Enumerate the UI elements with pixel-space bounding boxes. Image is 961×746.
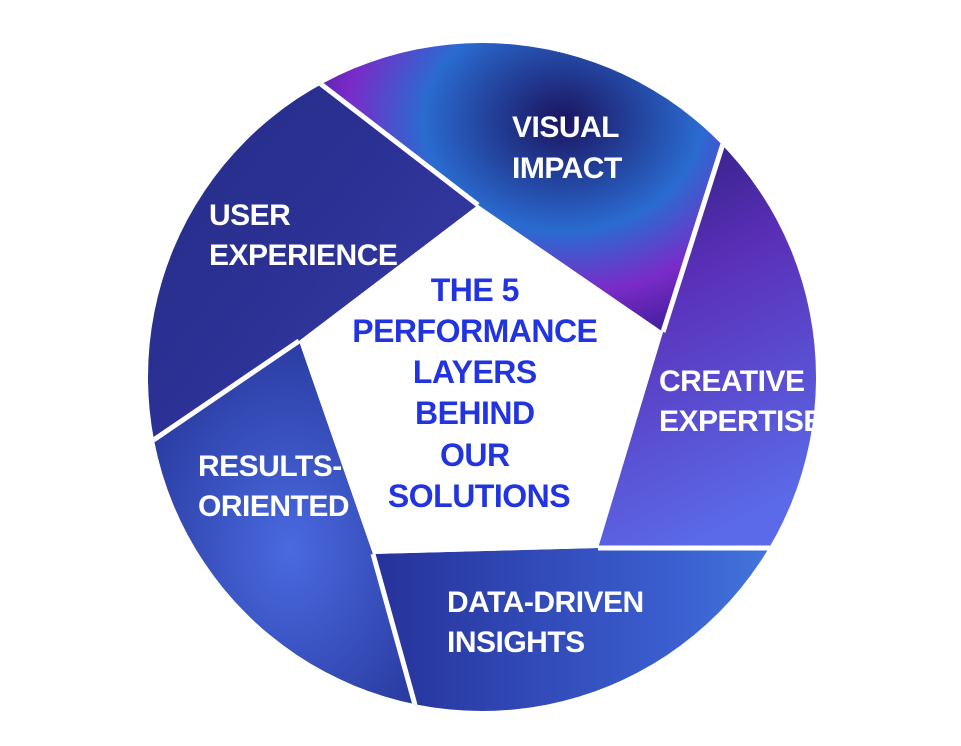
label-visual-impact: VISUAL IMPACT bbox=[512, 111, 626, 185]
label-user-experience: USER EXPERIENCE bbox=[209, 199, 397, 272]
label-creative-expertise: CREATIVE EXPERTISE bbox=[659, 365, 823, 438]
label-results-oriented: RESULTS- ORIENTED bbox=[198, 450, 350, 523]
center-pentagon bbox=[299, 205, 663, 554]
center-title: THE 5 PERFORMANCE LAYERS BEHIND OUR SOLU… bbox=[352, 272, 606, 514]
label-data-driven-insights: DATA-DRIVEN INSIGHTS bbox=[447, 586, 652, 659]
